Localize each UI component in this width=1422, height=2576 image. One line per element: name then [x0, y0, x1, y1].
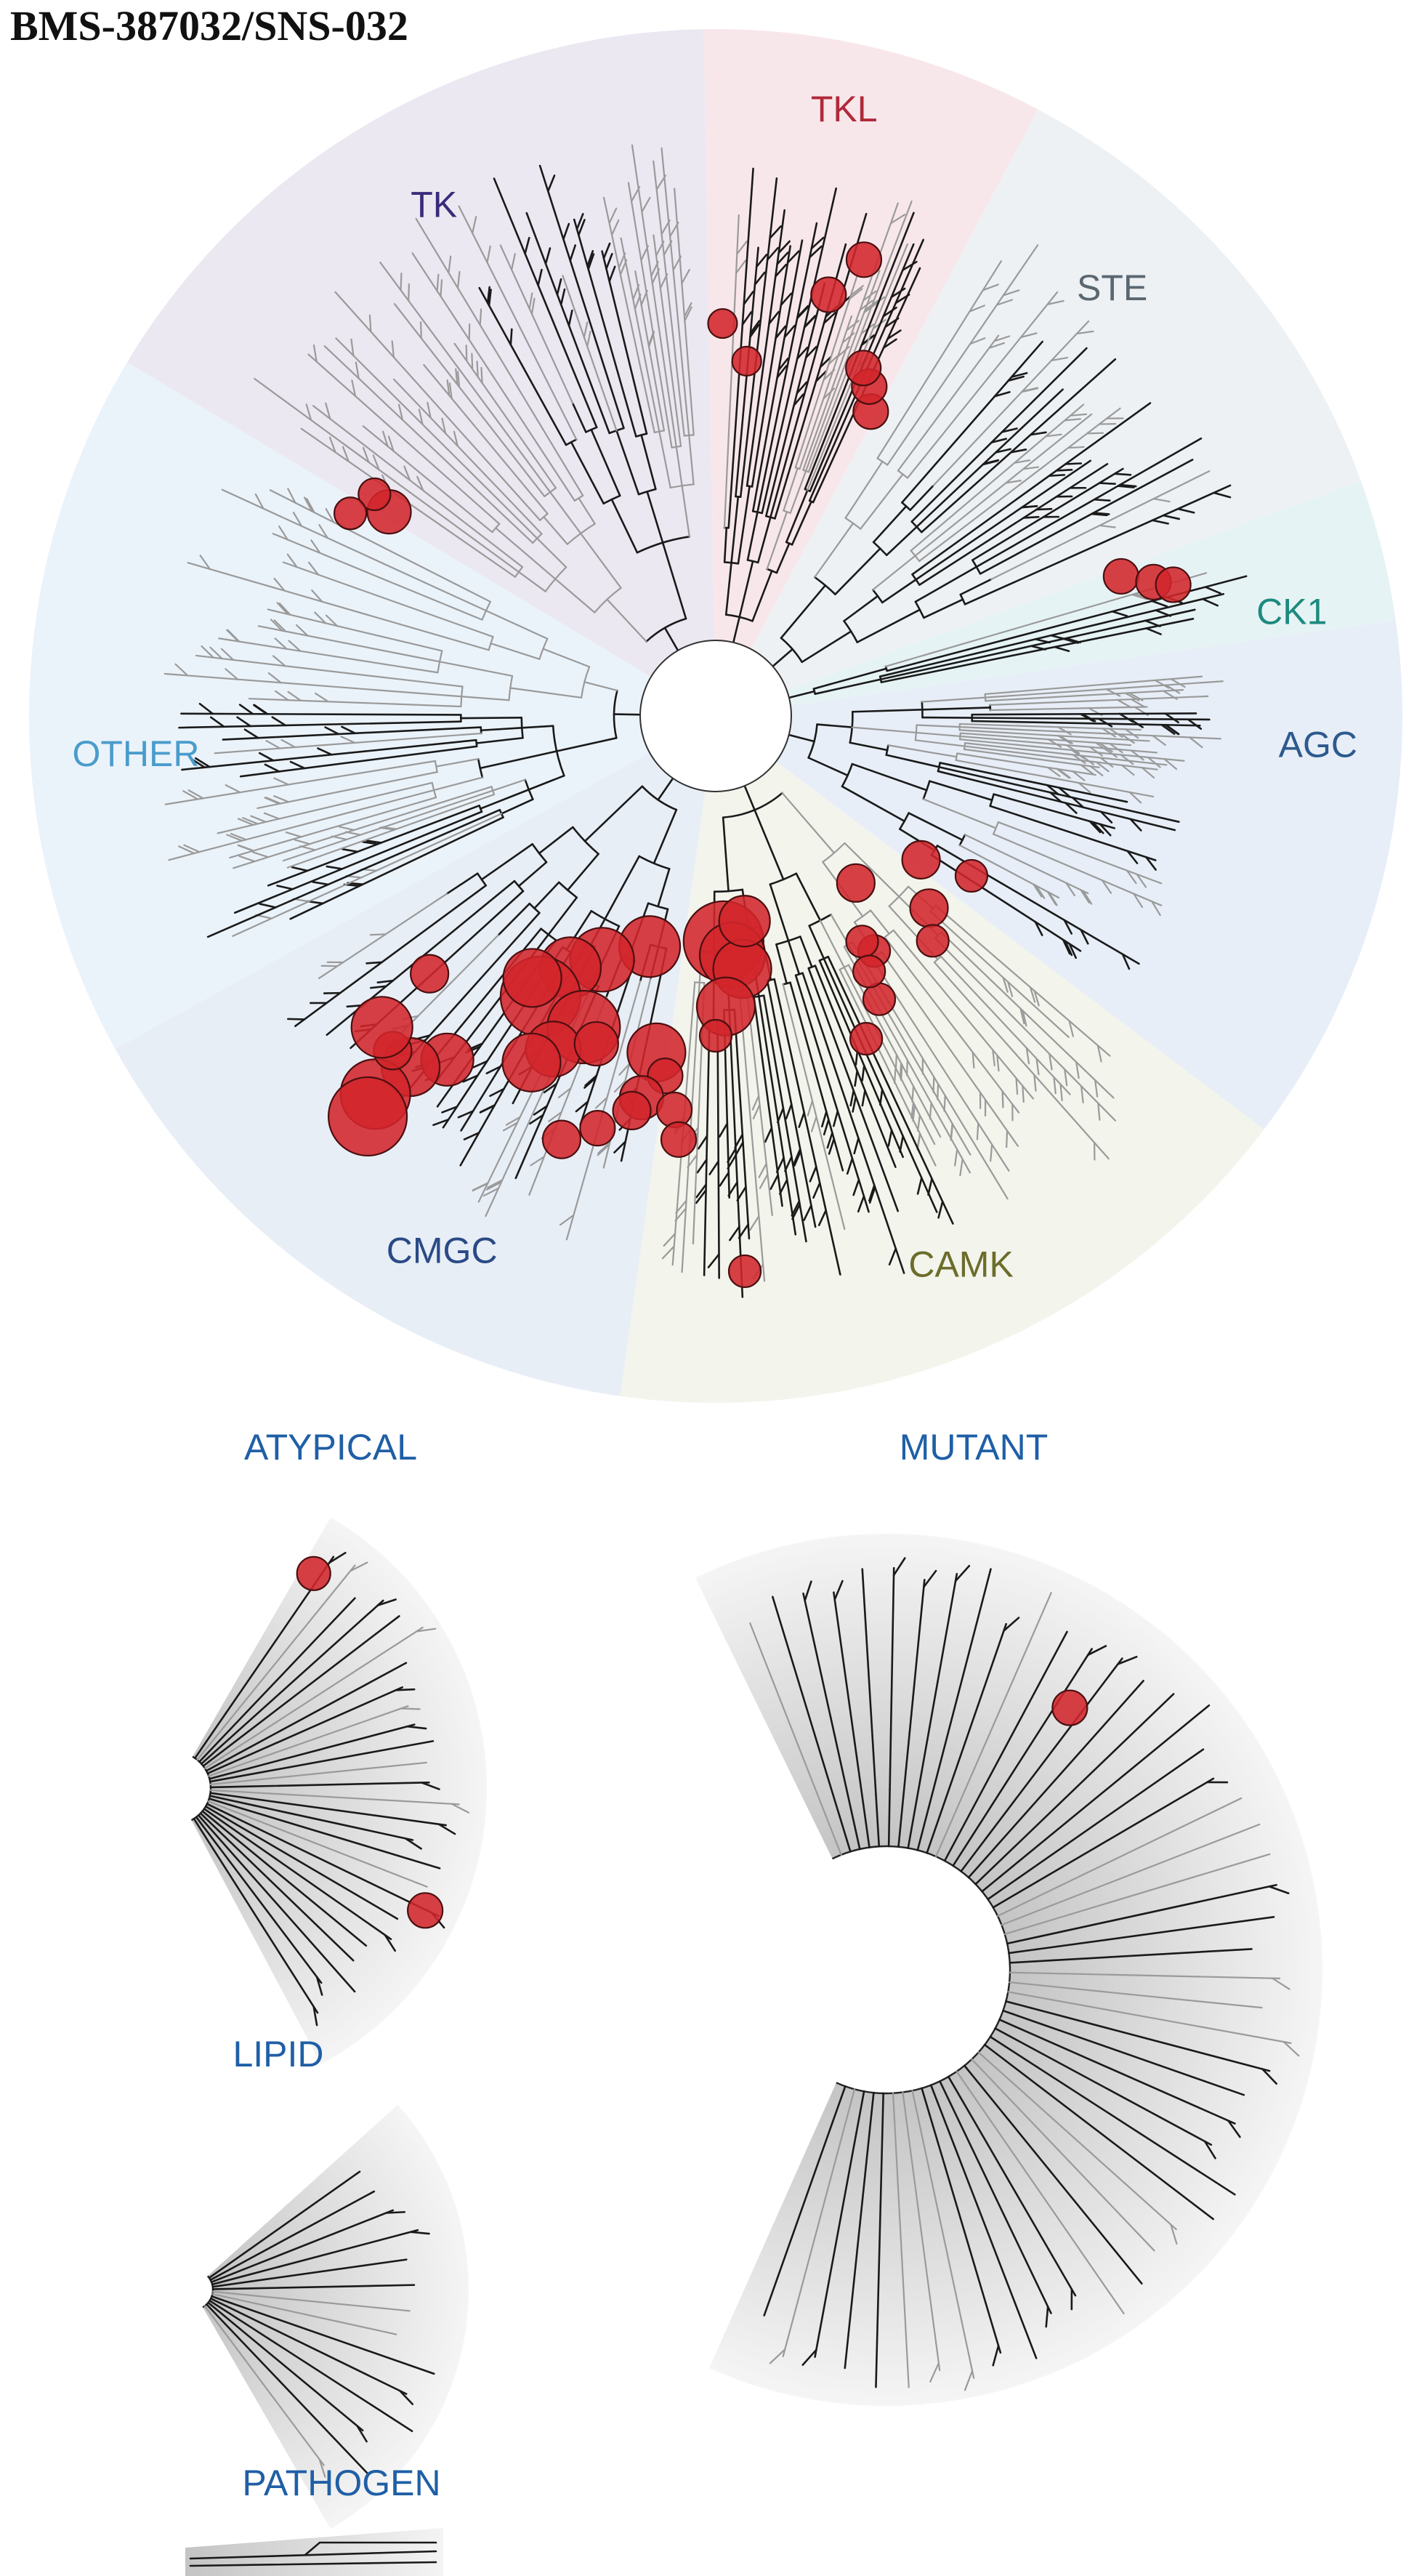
hit-circle — [327, 1076, 408, 1157]
hit-circle — [1155, 566, 1192, 603]
group-label-camk: CAMK — [908, 1244, 1013, 1284]
tree-branches — [163, 144, 1248, 1298]
hit-circle — [954, 858, 989, 893]
group-label-cmgc: CMGC — [387, 1231, 498, 1271]
subtree-atypical — [190, 1517, 487, 2064]
sector-other — [28, 362, 716, 1050]
group-label-other: OTHER — [72, 733, 199, 774]
group-label-ste: STE — [1077, 267, 1147, 308]
hit-circle — [1102, 558, 1139, 595]
hit-circle — [502, 948, 562, 1008]
hit-circle — [612, 1090, 652, 1130]
hit-circle — [849, 1021, 884, 1056]
group-label-ck1: CK1 — [1256, 591, 1327, 632]
tree-center-hub — [639, 640, 792, 792]
figure-title: BMS-387032/SNS-032 — [10, 2, 408, 49]
subtree-label-pathogen: PATHOGEN — [242, 2463, 440, 2503]
hit-circle — [698, 1018, 733, 1053]
hit-circle — [845, 925, 879, 959]
hit-circle — [573, 1021, 619, 1067]
hit-circle — [410, 954, 450, 994]
subtree-label-mutant: MUTANT — [900, 1427, 1049, 1468]
hit-circle — [660, 1121, 698, 1158]
sector-ck1 — [716, 480, 1396, 716]
hit-circle — [916, 924, 950, 958]
hit-circle — [1051, 1689, 1088, 1726]
subtree-pathogen — [185, 2528, 443, 2576]
group-label-tkl: TKL — [811, 89, 878, 129]
hit-circle — [357, 477, 392, 512]
hit-circle — [731, 345, 762, 377]
hit-circle — [727, 1254, 762, 1289]
fan-background — [203, 2104, 469, 2529]
fan-background — [191, 1517, 487, 2064]
hit-circle — [350, 996, 413, 1059]
subtree-labels: ATYPICAL MUTANT LIPID PATHOGEN — [233, 1427, 1048, 2503]
hit-circle — [845, 350, 882, 387]
hit-circle — [333, 496, 368, 531]
hit-circle — [501, 1032, 562, 1092]
hit-circle — [845, 241, 883, 278]
hit-circle — [810, 276, 847, 313]
hit-circle — [718, 895, 771, 948]
subtree-mutant — [695, 1533, 1323, 2406]
hit-circle — [909, 888, 949, 928]
subtree-label-atypical: ATYPICAL — [244, 1427, 417, 1468]
hit-circle — [901, 840, 941, 880]
subtree-label-lipid: LIPID — [233, 2034, 323, 2074]
hit-circle — [541, 1119, 582, 1159]
hit-circle — [296, 1555, 331, 1591]
binding-hits — [327, 241, 1192, 1289]
sector-tk — [126, 29, 716, 717]
sector-camk — [620, 716, 1264, 1403]
group-label-agc: AGC — [1279, 725, 1357, 765]
hit-circle — [707, 307, 738, 339]
group-label-tk: TK — [411, 185, 457, 225]
hit-circle — [836, 863, 876, 903]
hit-circle — [852, 954, 886, 989]
hit-circle — [407, 1892, 444, 1929]
subtree-lipid — [202, 2104, 469, 2529]
fan-background — [695, 1533, 1323, 2406]
hit-circle — [579, 1110, 616, 1147]
